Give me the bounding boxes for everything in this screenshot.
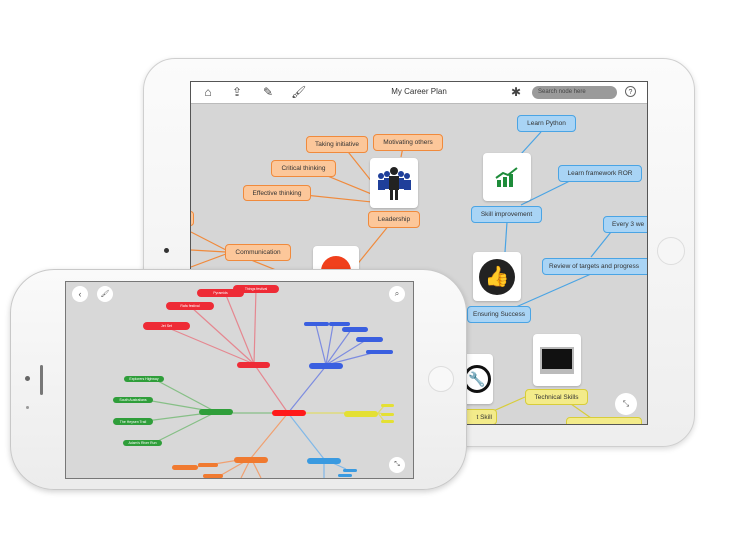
pen-icon[interactable]: ✎ [262, 85, 274, 99]
computer-image [533, 334, 581, 386]
node-learn-python[interactable]: Learn Python [517, 115, 576, 132]
iphone-home-button[interactable] [428, 366, 454, 392]
node-jet-set[interactable]: Jet Set [143, 322, 190, 330]
node-orange-leaf[interactable] [203, 474, 223, 478]
node-things-festival[interactable]: Things festival [233, 285, 279, 293]
collapse-button[interactable]: ⤡ [615, 393, 637, 415]
map-title: My Career Plan [391, 87, 447, 96]
phone-mindmap-connectors [145, 288, 385, 478]
node-blue-hub[interactable] [309, 363, 343, 369]
help-icon[interactable]: ? [625, 86, 636, 97]
node-orange-hub[interactable] [234, 457, 268, 463]
node-every-3-weeks[interactable]: Every 3 we [603, 216, 647, 233]
node-taking-initiative[interactable]: Taking initiative [306, 136, 368, 153]
node-blue-leaf[interactable] [329, 322, 350, 326]
node-lightblue-leaf[interactable] [338, 474, 352, 477]
brush-button[interactable]: 🖌 [97, 286, 113, 302]
node-lightblue-leaf[interactable] [343, 469, 357, 472]
node-blue-leaf[interactable] [356, 337, 383, 342]
layout-icon[interactable]: ✱ [510, 85, 522, 99]
node-south-australians[interactable]: South Australians [113, 397, 153, 403]
node-critical-thinking[interactable]: Critical thinking [271, 160, 336, 177]
thumbs-up-image: 👍 [473, 252, 521, 301]
iphone-camera [25, 376, 30, 381]
node-ensuring-success[interactable]: Ensuring Success [467, 306, 531, 323]
node-skill-improvement[interactable]: Skill improvement [471, 206, 542, 223]
node-communication[interactable]: Communication [225, 244, 291, 261]
node-blue-leaf[interactable] [342, 327, 368, 332]
node-pyramids[interactable]: Pyramids [197, 289, 244, 297]
iphone-sensor [26, 406, 29, 409]
search-button[interactable]: ⌕ [389, 286, 405, 302]
node-blue-leaf[interactable] [304, 322, 329, 326]
iphone-screen: ‹ 🖌 ⌕ ⤡ Things festival Pyramids Rafa fe… [65, 281, 414, 479]
node-green-hub[interactable] [199, 409, 233, 415]
search-input[interactable]: Search node here [532, 86, 617, 99]
monitor-icon [540, 346, 574, 374]
node-partial-bottom[interactable] [566, 417, 642, 424]
team-icon [378, 167, 411, 200]
node-technical-skills[interactable]: Technical Skills [525, 389, 588, 405]
home-icon[interactable]: ⌂ [204, 85, 212, 99]
node-rafa-festival[interactable]: Rafa festival [166, 302, 214, 310]
share-icon[interactable]: ⇪ [231, 85, 243, 99]
node-lightblue-hub[interactable] [307, 458, 341, 464]
back-button[interactable]: ‹ [72, 286, 88, 302]
node-review-targets[interactable]: Review of targets and progress [542, 258, 647, 275]
node-learn-framework-ror[interactable]: Learn framework ROR [558, 165, 642, 182]
node-motivating-others[interactable]: Motivating others [373, 134, 443, 151]
wrench-icon: 🔧 [463, 365, 491, 393]
node-yellow-leaf[interactable] [381, 404, 394, 407]
node-heysen-trail[interactable]: The Heysen Trail [113, 418, 153, 425]
node-leadership[interactable]: Leadership [368, 211, 420, 228]
node-central[interactable] [272, 410, 306, 416]
thumbs-up-icon: 👍 [479, 258, 515, 295]
node-yellow-leaf[interactable] [381, 413, 394, 416]
brush-icon[interactable]: 🖌 [291, 85, 307, 99]
ipad-home-button[interactable] [657, 237, 685, 265]
iphone-speaker [40, 365, 43, 395]
node-effective-thinking[interactable]: Effective thinking [243, 185, 311, 201]
node-yellow-leaf[interactable] [381, 420, 394, 423]
node-yellow-hub[interactable] [344, 411, 378, 417]
node-partial-left[interactable] [191, 211, 194, 226]
ipad-camera [164, 248, 169, 253]
node-explorers-highway[interactable]: Explorers Highway [124, 376, 164, 382]
node-red-hub[interactable] [237, 362, 270, 368]
growth-chart-icon [495, 167, 518, 187]
leadership-image [370, 158, 418, 208]
node-blue-leaf[interactable] [366, 350, 393, 354]
collapse-button[interactable]: ⤡ [389, 457, 405, 473]
skill-image [483, 153, 531, 201]
node-orange-leaf[interactable] [198, 463, 218, 467]
node-orange-leaf[interactable] [172, 465, 198, 470]
toolbar: ⌂ ⇪ ✎ 🖌 My Career Plan ✱ Search node her… [191, 82, 647, 104]
node-river-run[interactable]: Adam's River Run [123, 440, 162, 446]
